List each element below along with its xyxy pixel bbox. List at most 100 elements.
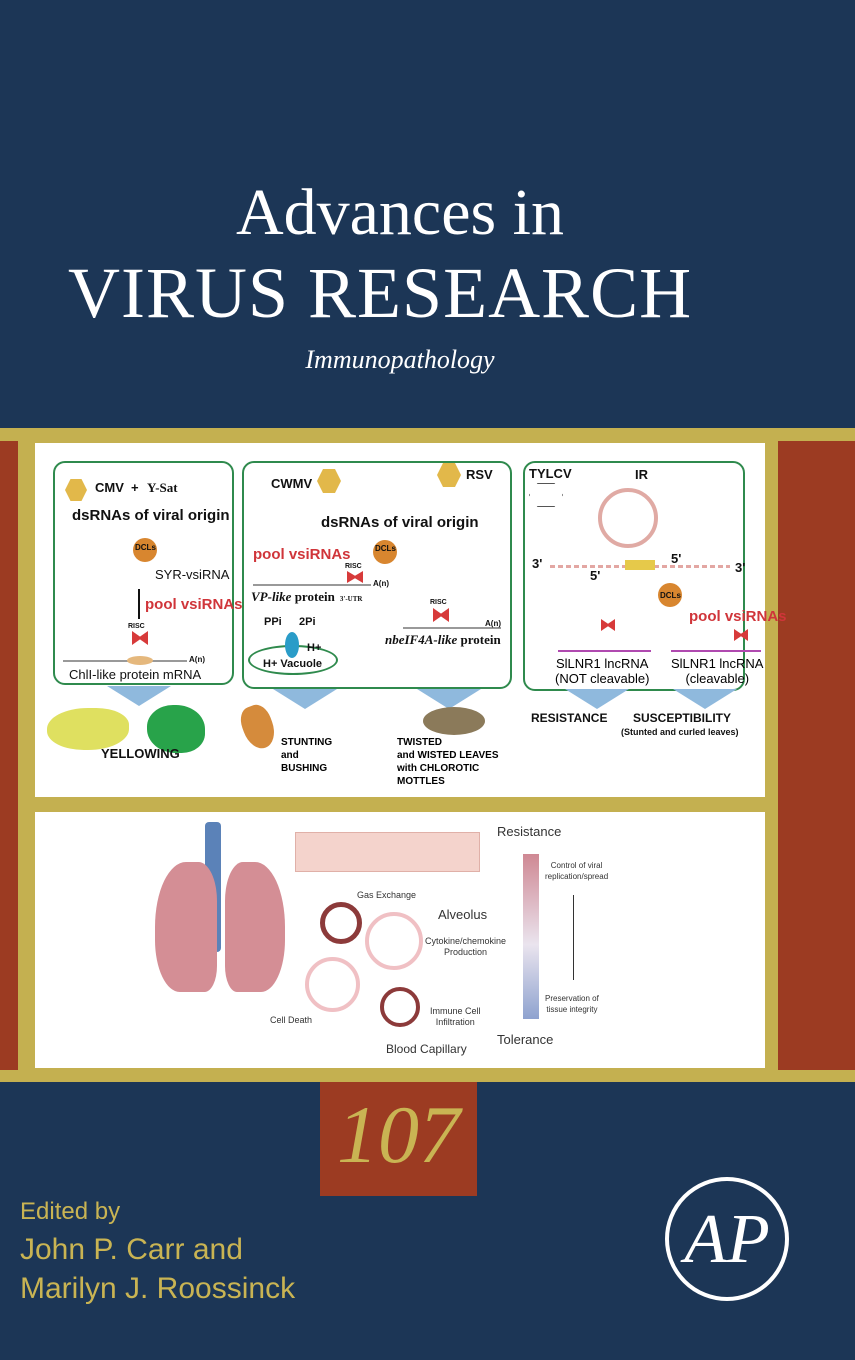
syr-vsirna-label: SYR-vsiRNA <box>155 567 230 582</box>
publisher-logo-ap: AP <box>684 1201 770 1278</box>
text-line: with CHLOROTIC <box>397 763 480 774</box>
text-line: Cytokine/chemokine <box>425 936 507 946</box>
text-line: and WISTED LEAVES <box>397 750 499 761</box>
outcome-arrow-icon <box>107 686 171 706</box>
vp-protein-label: protein <box>291 589 335 604</box>
3prime-label: 3' <box>735 560 746 575</box>
risc-complex-icon <box>132 631 148 645</box>
risc-complex-icon <box>347 571 363 583</box>
series-title-line1: Advances in <box>235 176 565 249</box>
figure-lung-immunopathology-panel: Gas Exchange Alveolus Cytokine/chemokine… <box>35 812 765 1068</box>
yellow-leaf-icon <box>47 708 129 750</box>
mrna-strand <box>403 627 501 629</box>
ir-label: IR <box>635 467 648 482</box>
dcl-pacman-icon <box>373 540 397 564</box>
stunting-label: STUNTING and BUSHING <box>281 736 332 775</box>
rsv-label: RSV <box>466 467 493 482</box>
panel2-box <box>242 461 512 689</box>
cell-death-label: Cell Death <box>270 1015 313 1025</box>
risc-complex-icon <box>734 629 748 641</box>
gradient-scale-bar <box>523 854 539 1019</box>
capillary-icon <box>380 987 420 1027</box>
text-line: tissue integrity <box>546 1005 598 1014</box>
alveolus-label: Alveolus <box>438 907 488 922</box>
text-line: Immune Cell <box>430 1006 481 1016</box>
text-line: SlLNR1 lncRNA <box>555 656 649 671</box>
text-line: SlLNR1 lncRNA <box>671 656 764 671</box>
publisher-logo-circle <box>665 1177 789 1301</box>
cleavage-site <box>127 656 153 665</box>
susceptibility-note: (Stunted and curled leaves) <box>621 727 739 737</box>
risc-label: RISC <box>345 563 362 570</box>
volume-number: 107 <box>337 1089 460 1180</box>
5prime-label: 5' <box>590 568 601 583</box>
ppi-label: PPi <box>264 616 282 628</box>
rust-side-right <box>778 441 855 1070</box>
nbeif4a-label: nbeIF4A-like <box>385 632 458 647</box>
plus-label: + <box>131 480 139 495</box>
editor-2: Marilyn J. Roossinck <box>20 1272 296 1305</box>
cmv-label: CMV <box>95 480 124 495</box>
text-line: MOTTLES <box>397 776 445 787</box>
virus-hexagon-icon <box>529 483 563 507</box>
twisted-label: TWISTED and WISTED LEAVES with CHLOROTIC… <box>397 736 499 788</box>
dcl-pacman-icon <box>133 538 157 562</box>
lncrna-strand <box>671 650 761 652</box>
lncrna-cleavable-label: SlLNR1 lncRNA (cleavable) <box>671 656 763 686</box>
text-line: and <box>281 750 299 761</box>
dsrna-label: dsRNAs of viral origin <box>321 514 479 531</box>
risc-complex-icon <box>601 619 615 631</box>
chli-mrna-label: ChlI-like protein mRNA <box>69 667 202 682</box>
text-line: Control of viral <box>550 861 603 870</box>
lung-left-icon <box>155 862 217 992</box>
virus-hexagon-icon <box>437 463 461 487</box>
double-arrow-icon <box>573 895 574 980</box>
down-arrow-icon <box>138 589 140 619</box>
hplus-label: H+ <box>307 642 322 654</box>
dcl-label: DCLs <box>135 543 156 552</box>
pool-vsirnas-label: pool vsiRNAs <box>145 596 243 613</box>
yellowing-label: YELLOWING <box>101 746 180 761</box>
panel3-box <box>523 461 745 691</box>
figure-plant-virus-panel: CMV + Y-Sat dsRNAs of viral origin DCLs … <box>35 443 787 797</box>
5prime-label: 5' <box>671 551 682 566</box>
lung-right-icon <box>225 862 285 992</box>
text-line: Preservation of <box>545 994 599 1003</box>
mrna-strand <box>253 584 371 586</box>
risc-label: RISC <box>430 599 447 606</box>
editor-1: John P. Carr and <box>20 1233 243 1266</box>
polya-label: A(n) <box>485 619 501 628</box>
text-line: BUSHING <box>281 763 328 774</box>
cwmv-label: CWMV <box>271 476 313 491</box>
volume-box <box>320 1082 477 1196</box>
dsrna-label: dsRNAs of viral origin <box>72 507 230 524</box>
pump-icon <box>285 632 299 658</box>
panel1-box <box>53 461 234 685</box>
ysat-label: Y-Sat <box>147 480 178 495</box>
resistance-label: Resistance <box>497 824 562 839</box>
text-line: STUNTING <box>281 737 333 748</box>
gas-exchange-label: Gas Exchange <box>357 890 417 900</box>
outcome-arrow-icon <box>417 689 481 709</box>
3prime-label: 3' <box>532 556 543 571</box>
virus-hexagon-icon <box>65 479 87 501</box>
text-line: replication/spread <box>545 872 609 881</box>
vacuole-label: H+ Vacuole <box>263 658 323 670</box>
outcome-arrow-icon <box>673 689 737 709</box>
outcome-arrow-icon <box>273 689 337 709</box>
polya-label: A(n) <box>189 655 205 664</box>
green-leaf-icon <box>147 705 205 753</box>
tolerance-label: Tolerance <box>497 1032 554 1047</box>
epithelium-icon <box>295 832 480 872</box>
edited-by-label: Edited by <box>20 1198 121 1225</box>
text-line: (NOT cleavable) <box>555 671 650 686</box>
text-line: Infiltration <box>435 1017 475 1027</box>
polya-label: A(n) <box>373 579 389 588</box>
lncrna-strand <box>558 650 651 652</box>
risc-label: RISC <box>128 623 145 630</box>
circular-genome-icon <box>598 488 658 548</box>
cytokine-label: Cytokine/chemokine Production <box>425 936 506 958</box>
dcl-label: DCLs <box>660 591 681 600</box>
blood-capillary-label: Blood Capillary <box>386 1042 467 1056</box>
